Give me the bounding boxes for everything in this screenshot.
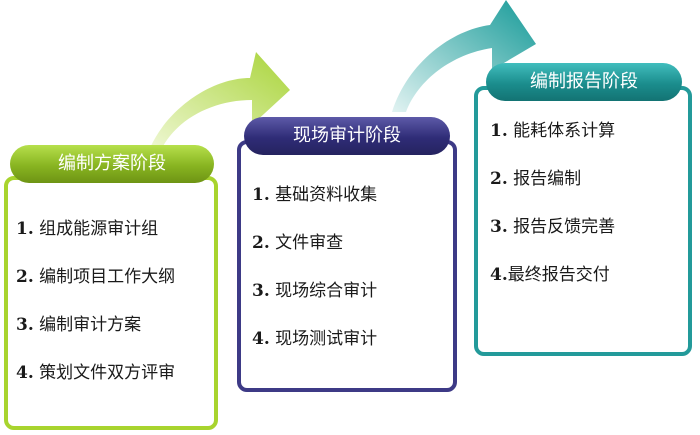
curved-arrow-icon-1 [150, 52, 290, 148]
item-text: 现场综合审计 [275, 281, 378, 301]
stage-2-item-4: 4. 现场测试审计 [252, 324, 377, 349]
item-number: 3. [252, 281, 270, 301]
item-number: 4. [252, 329, 270, 349]
item-number: 1. [490, 121, 508, 141]
item-number: 1. [16, 219, 34, 239]
item-text: 现场测试审计 [275, 329, 378, 349]
item-number: 3. [16, 315, 34, 335]
curved-arrow-icon-2 [392, 0, 536, 112]
stage-3-item-4: 4.最终报告交付 [490, 260, 610, 285]
stage-3-box [474, 86, 692, 356]
stage-2-box [237, 140, 457, 392]
item-text: 策划文件双方评审 [39, 363, 176, 383]
item-number: 2. [490, 169, 508, 189]
item-number: 1. [252, 185, 270, 205]
stage-3-item-3: 3. 报告反馈完善 [490, 212, 615, 237]
item-text: 能耗体系计算 [513, 121, 616, 141]
stage-2-title: 现场审计阶段 [244, 117, 450, 155]
stage-1-item-1: 1. 组成能源审计组 [16, 214, 158, 239]
stage-3-item-2: 2. 报告编制 [490, 164, 581, 189]
item-text: 基础资料收集 [275, 185, 378, 205]
stage-2-item-3: 3. 现场综合审计 [252, 276, 377, 301]
stage-3-item-1: 1. 能耗体系计算 [490, 116, 615, 141]
item-text: 编制项目工作大纲 [39, 267, 176, 287]
item-number: 3. [490, 217, 508, 237]
item-number: 4. [490, 265, 508, 285]
stage-1-item-3: 3. 编制审计方案 [16, 310, 141, 335]
item-text: 报告反馈完善 [513, 217, 616, 237]
stage-1-item-2: 2. 编制项目工作大纲 [16, 262, 175, 287]
item-number: 2. [252, 233, 270, 253]
item-number: 4. [16, 363, 34, 383]
stage-2-item-2: 2. 文件审查 [252, 228, 343, 253]
stage-3-title: 编制报告阶段 [486, 63, 682, 101]
stage-1-item-4: 4. 策划文件双方评审 [16, 358, 175, 383]
item-text: 文件审查 [275, 233, 344, 253]
stage-1-title: 编制方案阶段 [10, 145, 214, 183]
stage-2-item-1: 1. 基础资料收集 [252, 180, 377, 205]
item-text: 最终报告交付 [507, 265, 610, 285]
item-number: 2. [16, 267, 34, 287]
item-text: 组成能源审计组 [39, 219, 159, 239]
item-text: 报告编制 [513, 169, 582, 189]
item-text: 编制审计方案 [39, 315, 142, 335]
stage-1-box [4, 176, 218, 430]
